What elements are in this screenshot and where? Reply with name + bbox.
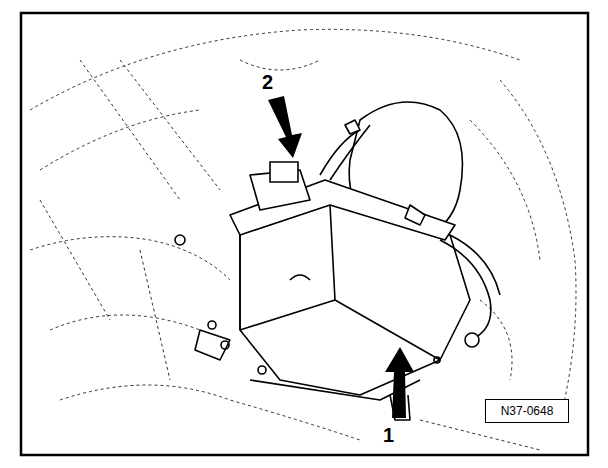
- callout-number: 2: [262, 72, 273, 92]
- reference-code: N37-0648: [501, 404, 554, 418]
- callout-number: 1: [383, 425, 394, 445]
- reference-code-box: N37-0648: [485, 399, 569, 423]
- pointer-arrow: [268, 96, 414, 418]
